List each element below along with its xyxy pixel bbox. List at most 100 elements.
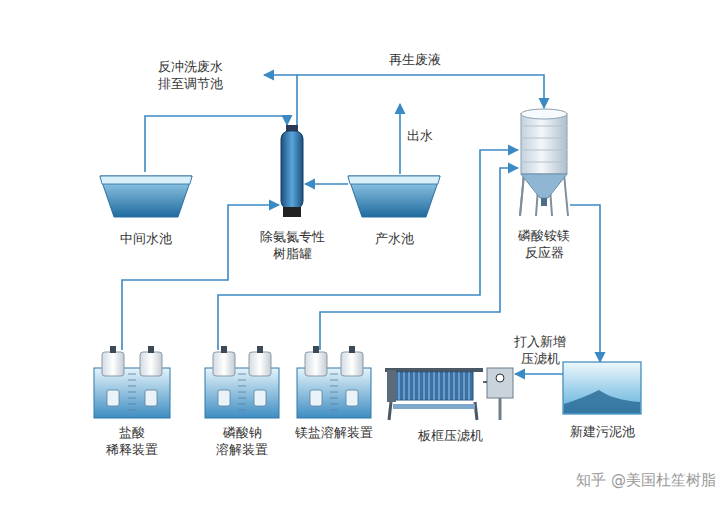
dosing-pump xyxy=(254,390,266,406)
press-plate-line xyxy=(444,372,445,400)
dose-node: 盐酸 稀释装置 xyxy=(92,350,172,418)
silo-band xyxy=(521,138,567,139)
dose-shape xyxy=(92,350,172,418)
silo-leg xyxy=(564,174,568,216)
tank-body xyxy=(348,176,440,217)
flow-line xyxy=(515,373,563,375)
press-beam xyxy=(385,368,483,372)
pool-node: 新建污泥池 xyxy=(563,362,641,414)
tank-rim xyxy=(100,176,192,184)
tank-motor xyxy=(110,346,116,353)
press-head xyxy=(387,370,396,402)
silo-band xyxy=(521,162,567,163)
tank-shape xyxy=(100,172,192,217)
dosing-pump xyxy=(145,390,157,406)
column-node: 除氨氮专性 树脂罐 xyxy=(279,125,305,217)
silo-shape xyxy=(518,108,570,216)
ladder-rung xyxy=(128,410,136,411)
tank-rim xyxy=(348,176,440,184)
press-plate-line xyxy=(409,372,410,400)
node-label: 产水池 xyxy=(375,231,414,248)
silo-cone xyxy=(521,174,567,198)
ladder-rung xyxy=(128,386,136,387)
node-label: 盐酸 稀释装置 xyxy=(106,425,158,459)
tank-motor xyxy=(257,346,263,353)
ladder-rung xyxy=(128,392,136,393)
control-gauge xyxy=(496,374,504,382)
dosing-pump xyxy=(310,390,322,406)
column-shape xyxy=(279,125,305,217)
ladder-rung xyxy=(238,410,246,411)
flow-line xyxy=(145,116,287,172)
press-plate-line xyxy=(459,372,460,400)
flow-line xyxy=(570,205,600,362)
press-plate-line xyxy=(469,372,470,400)
press-plate-line xyxy=(419,372,420,400)
ladder-rung xyxy=(238,386,246,387)
press-plate-line xyxy=(399,372,400,400)
press-plate-line xyxy=(429,372,430,400)
press-plate-line xyxy=(404,372,405,400)
ladder-rung xyxy=(330,380,338,381)
dose-node: 磷酸钠 溶解装置 xyxy=(203,350,281,418)
outlet-label: 出水 xyxy=(407,128,433,145)
dosing-tank xyxy=(249,352,271,376)
control-stand xyxy=(499,398,502,420)
silo-body xyxy=(521,114,567,174)
silo-band xyxy=(521,150,567,151)
ladder-rung xyxy=(238,404,246,405)
control-box xyxy=(487,368,513,398)
watermark: 知乎 @美国杜笙树脂 xyxy=(576,471,716,491)
sludge xyxy=(564,390,640,413)
node-label: 板框压滤机 xyxy=(418,428,483,445)
ladder-rung xyxy=(330,398,338,399)
ladder-rung xyxy=(330,374,338,375)
flow-line xyxy=(305,183,348,185)
ladder-rung xyxy=(128,404,136,405)
press-plates xyxy=(395,372,473,400)
press-hose xyxy=(483,381,487,383)
ladder-rung xyxy=(128,374,136,375)
press-plate-line xyxy=(454,372,455,400)
ladder-rung xyxy=(330,404,338,405)
node-label: 除氨氮专性 树脂罐 xyxy=(260,229,325,263)
press-plate-line xyxy=(464,372,465,400)
silo-node: 磷酸铵镁 反应器 xyxy=(518,108,570,216)
node-label: 磷酸铵镁 反应器 xyxy=(518,228,570,262)
press-shape xyxy=(385,362,515,420)
pool-shape xyxy=(563,362,641,414)
press-leg xyxy=(389,402,391,420)
node-label: 中间水池 xyxy=(120,231,172,248)
flow-line xyxy=(122,205,279,350)
dose-shape xyxy=(295,350,373,418)
tank-shape xyxy=(348,172,440,217)
flow-line xyxy=(320,168,518,350)
tank-motor xyxy=(148,346,154,353)
flow-line xyxy=(297,75,544,125)
press-plate-line xyxy=(414,372,415,400)
node-label: 磷酸钠 溶解装置 xyxy=(216,425,268,459)
press-plate-line xyxy=(439,372,440,400)
pool-body xyxy=(563,362,641,414)
dosing-pump xyxy=(218,390,230,406)
press-node: 板框压滤机 xyxy=(385,362,515,420)
backwash-arrow xyxy=(264,74,297,76)
column-cap xyxy=(286,125,298,131)
press-leg xyxy=(475,402,477,420)
ladder-rung xyxy=(128,398,136,399)
press-plate-line xyxy=(449,372,450,400)
edge-label: 打入新增 压滤机 xyxy=(514,334,566,368)
ladder-rung xyxy=(330,386,338,387)
silo-top xyxy=(521,109,567,119)
node-label: 新建污泥池 xyxy=(570,424,635,441)
note-text: 反冲洗废水 排至调节池 xyxy=(158,59,223,93)
tank-node: 产水池 xyxy=(348,172,440,217)
node-label: 镁盐溶解装置 xyxy=(295,425,373,442)
press-plate-line xyxy=(424,372,425,400)
dose-shape xyxy=(203,350,281,418)
flow-line xyxy=(218,150,518,350)
tank-body xyxy=(100,176,192,217)
ladder-rung xyxy=(330,392,338,393)
silo-leg xyxy=(520,174,524,216)
